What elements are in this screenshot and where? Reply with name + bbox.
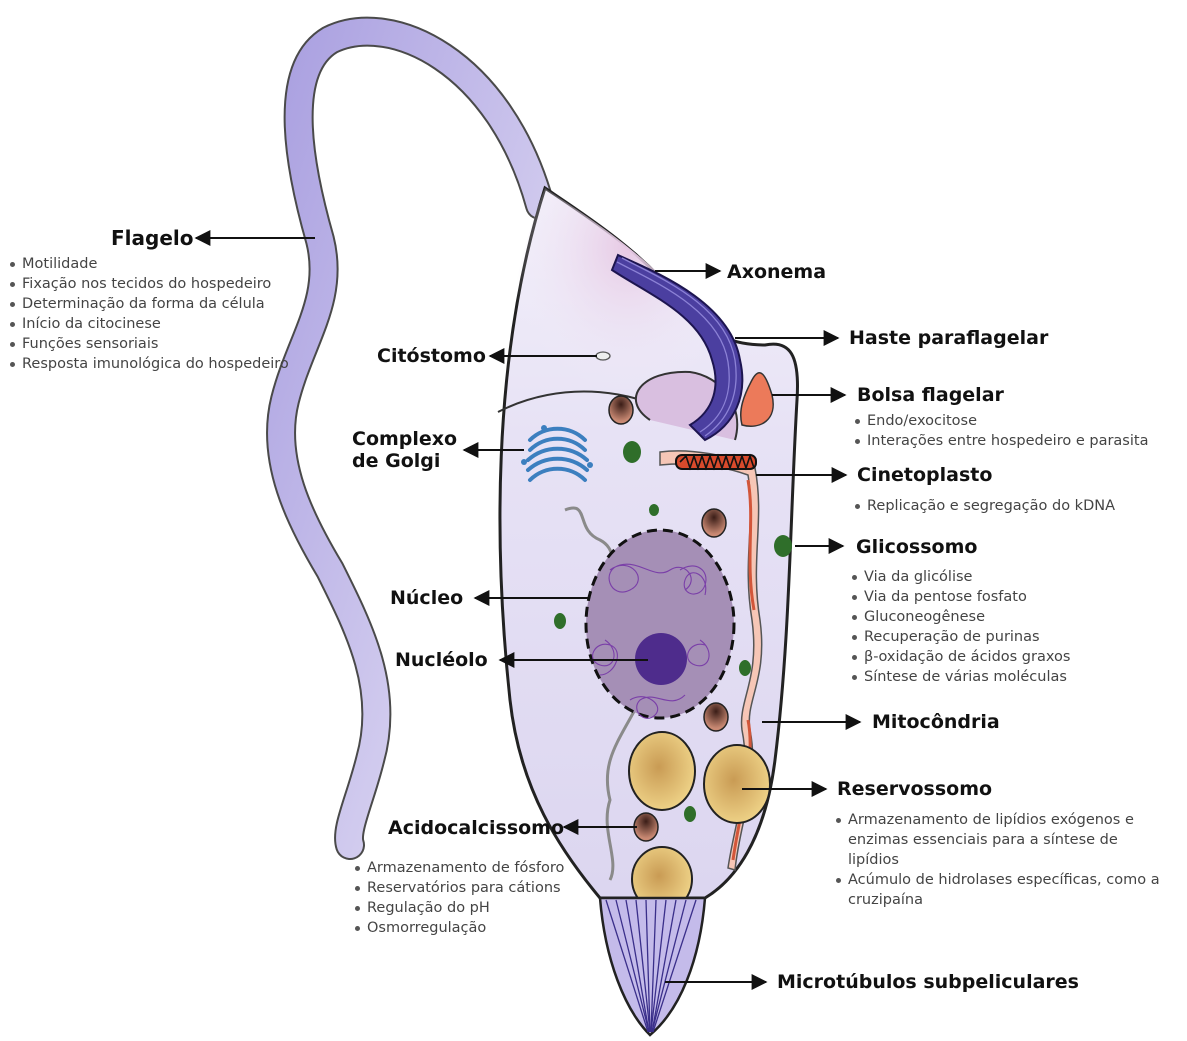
list-item: Armazenamento de fósforo <box>353 858 564 878</box>
label-reservossomo: Reservossomo <box>837 778 992 800</box>
list-cinetoplasto: Replicação e segregação do kDNA <box>853 496 1115 516</box>
list-item: Armazenamento de lipídios exógenos e enz… <box>834 810 1164 870</box>
label-glicossomo: Glicossomo <box>856 536 977 558</box>
label-nucleo: Núcleo <box>390 587 463 609</box>
list-item: Osmorregulação <box>353 918 564 938</box>
list-item: Recuperação de purinas <box>850 627 1070 647</box>
label-golgi: Complexo de Golgi <box>352 428 462 472</box>
list-item: Reservatórios para cátions <box>353 878 564 898</box>
list-item: Síntese de várias moléculas <box>850 667 1070 687</box>
label-nucleolo: Nucléolo <box>395 649 488 671</box>
list-bolsa: Endo/exocitose Interações entre hospedei… <box>853 411 1148 451</box>
label-axonema: Axonema <box>727 261 826 283</box>
list-item: Via da pentose fosfato <box>850 587 1070 607</box>
label-haste: Haste paraflagelar <box>849 327 1048 349</box>
list-item: Fixação nos tecidos do hospedeiro <box>8 274 289 294</box>
list-item: Determinação da forma da célula <box>8 294 289 314</box>
list-item: Interações entre hospedeiro e parasita <box>853 431 1148 451</box>
label-flagelo: Flagelo <box>111 227 194 249</box>
list-item: Gluconeogênese <box>850 607 1070 627</box>
list-item: Início da citocinese <box>8 314 289 334</box>
list-item: Motilidade <box>8 254 289 274</box>
list-item: β-oxidação de ácidos graxos <box>850 647 1070 667</box>
list-reservossomo: Armazenamento de lipídios exógenos e enz… <box>834 810 1164 910</box>
list-item: Funções sensoriais <box>8 334 289 354</box>
list-item: Endo/exocitose <box>853 411 1148 431</box>
label-cinetoplasto: Cinetoplasto <box>857 464 992 486</box>
list-acidocalcissomo: Armazenamento de fósforo Reservatórios p… <box>353 858 564 938</box>
list-flagelo: Motilidade Fixação nos tecidos do hosped… <box>8 254 289 374</box>
label-citostomo: Citóstomo <box>377 345 486 367</box>
label-microtubulos: Microtúbulos subpeliculares <box>777 971 1079 993</box>
list-item: Acúmulo de hidrolases específicas, como … <box>834 870 1164 910</box>
list-glicossomo: Via da glicólise Via da pentose fosfato … <box>850 567 1070 687</box>
cytostome-vesicle <box>596 352 610 360</box>
label-mitocondria: Mitocôndria <box>872 711 1000 733</box>
list-item: Regulação do pH <box>353 898 564 918</box>
list-item: Replicação e segregação do kDNA <box>853 496 1115 516</box>
label-bolsa: Bolsa flagelar <box>857 384 1004 406</box>
list-item: Resposta imunológica do hospedeiro <box>8 354 289 374</box>
list-item: Via da glicólise <box>850 567 1070 587</box>
nucleus <box>586 530 734 718</box>
label-acidocalcissomo: Acidocalcissomo <box>388 817 564 839</box>
